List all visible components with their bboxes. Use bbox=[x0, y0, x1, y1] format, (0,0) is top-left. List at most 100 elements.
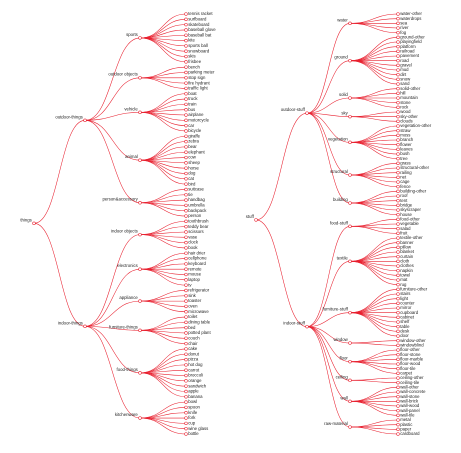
tree-edge bbox=[139, 295, 187, 302]
node-carpet bbox=[396, 371, 400, 376]
tree-edge bbox=[84, 112, 141, 121]
node-baseball-glove bbox=[184, 28, 188, 32]
tree-edge bbox=[139, 77, 187, 84]
tree-edge bbox=[306, 326, 351, 381]
node-clouds bbox=[396, 119, 400, 124]
tree-edge bbox=[84, 120, 141, 204]
label-wine-glass: wine glass bbox=[188, 426, 208, 431]
node-road bbox=[396, 58, 400, 63]
label-kitchenware: kitchenware bbox=[115, 412, 139, 417]
tree-edge bbox=[349, 289, 399, 313]
label-cup: cup bbox=[188, 421, 196, 426]
node-chair bbox=[184, 341, 188, 346]
label-apple: apple bbox=[188, 389, 199, 394]
node-salad bbox=[396, 226, 400, 231]
node-sink bbox=[184, 294, 188, 298]
node-person-and-accessory bbox=[138, 201, 142, 205]
tree-edge bbox=[139, 330, 187, 344]
node-ceiling-tile bbox=[396, 380, 400, 385]
label-frisbee: frisbee bbox=[188, 59, 202, 64]
label-microwave: microwave bbox=[188, 309, 209, 314]
node-indoor-stuff bbox=[305, 324, 309, 329]
node-sports bbox=[138, 36, 142, 40]
label-salad: salad bbox=[400, 226, 411, 231]
node-paper bbox=[396, 427, 400, 432]
label-playingfield: playingfield bbox=[400, 39, 422, 44]
tree-edge bbox=[349, 18, 399, 24]
label-clock: clock bbox=[188, 240, 199, 245]
tree-edge bbox=[349, 426, 399, 435]
label-table: table bbox=[400, 324, 410, 329]
label-water: water bbox=[337, 17, 348, 22]
node-cupboard bbox=[396, 310, 400, 315]
label-bird: bird bbox=[188, 181, 196, 186]
label-door: door bbox=[400, 333, 409, 338]
label-fog: fog bbox=[400, 30, 407, 35]
label-laptop: laptop bbox=[188, 277, 200, 282]
node-indoor-objects bbox=[138, 232, 142, 237]
node-traffic-light bbox=[184, 86, 188, 91]
node-furniture-things bbox=[138, 328, 142, 333]
node-fork bbox=[184, 416, 188, 420]
tree-edge bbox=[139, 202, 187, 217]
node-table bbox=[396, 324, 400, 329]
label-bottle: bottle bbox=[188, 431, 199, 436]
label-textile: textile bbox=[337, 255, 349, 260]
label-cage: cage bbox=[400, 179, 410, 184]
label-electronics: electronics bbox=[117, 263, 138, 268]
label-animal: animal bbox=[125, 154, 138, 159]
tree-edge bbox=[139, 316, 187, 331]
node-giraffe bbox=[184, 134, 188, 138]
label-moss: moss bbox=[400, 132, 410, 137]
node-floor-tile bbox=[396, 366, 400, 371]
node-sandwich bbox=[184, 384, 188, 388]
node-food-stuff bbox=[348, 224, 352, 229]
node-book bbox=[184, 246, 188, 250]
label-stop-sign: stop sign bbox=[188, 75, 206, 80]
node-bench bbox=[184, 65, 188, 69]
node-snow bbox=[396, 77, 400, 82]
label-straw: straw bbox=[400, 128, 411, 133]
label-sandwich: sandwich bbox=[188, 383, 207, 388]
label-chair: chair bbox=[188, 341, 198, 346]
label-roof: roof bbox=[400, 193, 408, 198]
label-tent: tent bbox=[400, 198, 408, 203]
label-floor-stone: floor-stone bbox=[400, 352, 421, 357]
node-tent bbox=[396, 198, 400, 203]
label-broccoli: broccoli bbox=[188, 373, 203, 378]
node-shelf bbox=[396, 320, 400, 324]
tree-edge bbox=[139, 221, 187, 235]
label-outdoor-objects: outdoor objects bbox=[108, 72, 137, 77]
label-wall-tile: wall-tile bbox=[400, 412, 415, 417]
label-napkin: napkin bbox=[400, 268, 413, 273]
label-building-other: building-other bbox=[400, 188, 427, 193]
label-hot-dog: hot dog bbox=[188, 362, 203, 367]
label-floor-tile: floor-tile bbox=[400, 366, 416, 371]
tree-edge bbox=[349, 142, 399, 155]
node-tennis-racket bbox=[184, 12, 188, 16]
label-railroad: railroad bbox=[400, 48, 415, 53]
tree-edge bbox=[84, 268, 141, 327]
node-window bbox=[348, 341, 352, 345]
node-branch bbox=[396, 138, 400, 142]
label-sink: sink bbox=[188, 293, 196, 298]
label-outdoor-things: outdoor-things bbox=[55, 114, 82, 119]
node-floor-wood bbox=[396, 362, 400, 366]
node-solid bbox=[348, 96, 352, 100]
label-hair-drier: hair drier bbox=[188, 250, 206, 255]
node-mountain bbox=[396, 96, 400, 100]
label-couch: couch bbox=[188, 335, 200, 340]
node-sky bbox=[348, 114, 352, 119]
tree-edge bbox=[139, 72, 187, 79]
label-desk: desk bbox=[400, 328, 410, 333]
node-pizza bbox=[184, 357, 188, 362]
node-wall-stone bbox=[396, 394, 400, 399]
label-water-other: water-other bbox=[400, 11, 422, 16]
tree-edge bbox=[349, 191, 399, 204]
label-counter: counter bbox=[400, 300, 415, 305]
node-towel bbox=[396, 273, 400, 278]
node-net bbox=[396, 175, 400, 180]
tree-edge bbox=[306, 326, 351, 428]
node-wall-tile bbox=[396, 413, 400, 418]
tree-edge bbox=[349, 97, 399, 103]
